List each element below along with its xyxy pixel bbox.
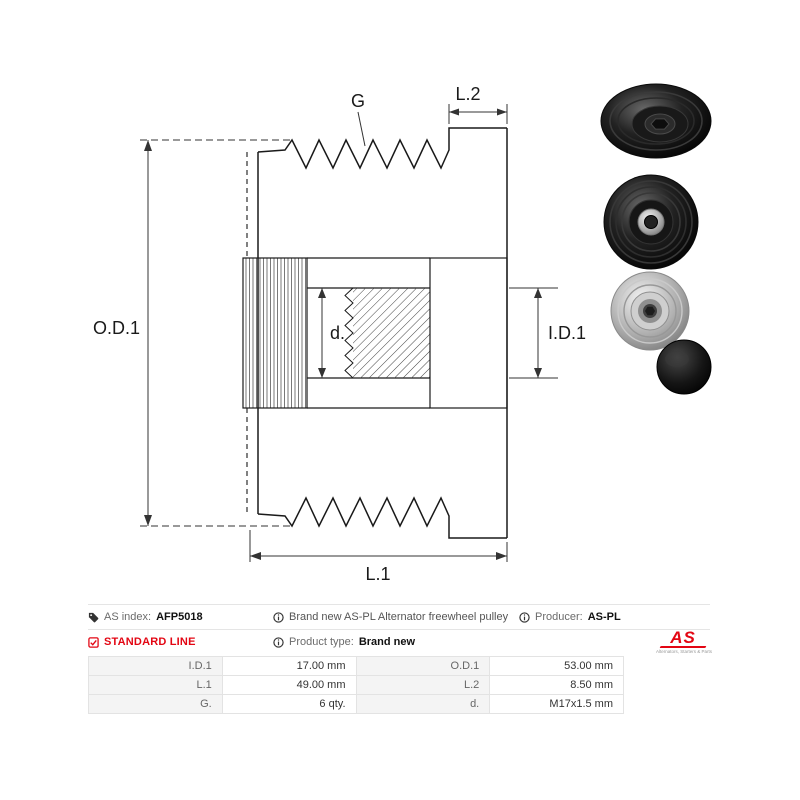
technical-drawing: O.D.1 G L.2 d. I.D.1 L.1 xyxy=(93,83,712,584)
description-text: Brand new AS-PL Alternator freewheel pul… xyxy=(289,611,509,623)
dim-label-l2: L.2 xyxy=(455,84,480,104)
spec-label: I.D.1 xyxy=(88,656,223,676)
producer-label: Producer: xyxy=(535,611,583,623)
dimension-arrowheads xyxy=(144,108,542,560)
dim-label-d: d. xyxy=(330,323,345,343)
table-row: G. 6 qty. d. M17x1.5 mm xyxy=(88,694,624,714)
spec-value: 17.00 mm xyxy=(221,656,357,676)
table-row: L.1 49.00 mm L.2 8.50 mm xyxy=(88,675,624,695)
spec-label: L.2 xyxy=(355,675,491,695)
product-photo-pulley-rear xyxy=(600,83,712,159)
spec-value: 8.50 mm xyxy=(489,675,624,695)
dim-label-g: G xyxy=(351,91,365,111)
meta-row-2: STANDARD LINE Product type: Brand new AS… xyxy=(88,627,713,654)
info-icon xyxy=(519,611,530,623)
product-type-value: Brand new xyxy=(358,636,416,648)
standard-line-label: STANDARD LINE xyxy=(104,636,196,648)
product-info-section: AS index: AFP5018 Brand new AS-PL Altern… xyxy=(88,604,713,714)
checked-box-icon xyxy=(88,636,99,648)
producer-field: Producer: AS-PL xyxy=(519,611,710,623)
product-photo-cap xyxy=(656,339,712,395)
info-icon xyxy=(273,636,284,648)
table-row: I.D.1 17.00 mm O.D.1 53.00 mm xyxy=(88,656,624,676)
spec-value: 53.00 mm xyxy=(489,656,624,676)
spec-value: 6 qty. xyxy=(221,694,357,714)
spec-label: d. xyxy=(355,694,491,714)
product-type-label: Product type: xyxy=(289,636,354,648)
spec-value: M17x1.5 mm xyxy=(489,694,624,714)
product-photo-pulley-front xyxy=(603,174,699,270)
product-photo-pulley-face xyxy=(610,271,690,351)
dimension-lines xyxy=(140,104,558,562)
spec-label: O.D.1 xyxy=(355,656,491,676)
as-index-field: AS index: AFP5018 xyxy=(88,611,273,623)
as-index-label: AS index: xyxy=(104,611,152,623)
aspl-logo: AS Alternators, Starters & Parts xyxy=(656,627,713,654)
standard-line-field: STANDARD LINE xyxy=(88,636,273,648)
meta-row-1: AS index: AFP5018 Brand new AS-PL Altern… xyxy=(88,604,710,629)
dim-label-id1: I.D.1 xyxy=(548,323,586,343)
pulley-cross-section xyxy=(242,127,508,539)
as-index-value: AFP5018 xyxy=(156,611,203,623)
brand-logo-cell: AS Alternators, Starters & Parts xyxy=(519,627,713,654)
product-description: Brand new AS-PL Alternator freewheel pul… xyxy=(273,611,519,623)
info-icon xyxy=(273,611,284,623)
aspl-logo-text: AS xyxy=(670,627,696,647)
dim-label-l1: L.1 xyxy=(365,564,390,584)
aspl-logo-subtext: Alternators, Starters & Parts xyxy=(656,648,713,654)
producer-value: AS-PL xyxy=(587,611,621,623)
spec-label: L.1 xyxy=(88,675,223,695)
spec-label: G. xyxy=(88,694,223,714)
spec-value: 49.00 mm xyxy=(221,675,357,695)
product-type-field: Product type: Brand new xyxy=(273,636,519,648)
tag-icon xyxy=(88,612,99,623)
spec-table: I.D.1 17.00 mm O.D.1 53.00 mm L.1 49.00 … xyxy=(88,656,624,714)
aspl-logo-swoosh xyxy=(659,645,707,648)
dim-label-od1: O.D.1 xyxy=(93,318,140,338)
